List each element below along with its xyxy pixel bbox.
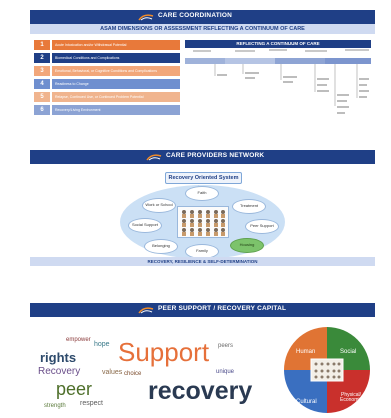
slide-subtitle: ASAM DIMENSIONS OR ASSESSMENT REFLECTING… xyxy=(30,24,375,34)
system-title: Recovery Oriented System of Care xyxy=(165,172,242,191)
quadrant-label: Cultural xyxy=(296,399,317,405)
dimension-number: 1 xyxy=(34,40,50,50)
logo-icon xyxy=(146,154,162,161)
continuum-timeline xyxy=(185,49,371,114)
cloud-word: values xyxy=(102,369,123,376)
people-icon xyxy=(182,210,225,236)
node-faith: Faith xyxy=(185,186,219,201)
cloud-word: respect xyxy=(80,400,103,407)
asam-dimensions-list: 1 Acute Intoxication and/or Withdrawal P… xyxy=(34,40,182,118)
dimension-item: 1 Acute Intoxication and/or Withdrawal P… xyxy=(34,40,182,50)
logo-icon xyxy=(138,14,154,21)
cloud-word: strength xyxy=(44,403,66,409)
cloud-word: hope xyxy=(94,341,110,348)
dimension-label: Acute Intoxication and/or Withdrawal Pot… xyxy=(52,40,180,50)
dimension-label: Biomedical Conditions and Complications xyxy=(52,53,180,63)
slide-title: CARE PROVIDERS NETWORK xyxy=(166,152,265,159)
people-icon-grid xyxy=(177,206,229,238)
continuum-title: REFLECTING A CONTINUUM OF CARE xyxy=(185,40,371,48)
dimension-item: 4 Readiness to Change xyxy=(34,79,182,89)
quadrant-label: Physical/ Economic xyxy=(340,392,362,403)
continuum-of-care-panel: REFLECTING A CONTINUUM OF CARE xyxy=(185,40,371,120)
slide-title-bar: CARE COORDINATION xyxy=(30,10,375,24)
peer-support-slide: PEER SUPPORT / RECOVERY CAPITAL rights R… xyxy=(30,303,375,413)
cloud-word: Recovery xyxy=(38,366,81,377)
slide-footer: RECOVERY, RESILIENCE & SELF-DETERMINATIO… xyxy=(30,257,375,266)
recovery-capital-quadrants xyxy=(284,327,370,413)
dimension-item: 6 Recovery/Living Environment xyxy=(34,105,182,115)
node-work-or-school: Work or School xyxy=(142,198,176,213)
cloud-word: unique xyxy=(216,369,235,375)
care-providers-network-slide: CARE PROVIDERS NETWORK Recovery Oriented… xyxy=(30,150,375,270)
node-treatment: Treatment xyxy=(232,199,266,214)
dimension-item: 2 Biomedical Conditions and Complication… xyxy=(34,53,182,63)
cloud-word: rights xyxy=(40,350,77,365)
slide-title: CARE COORDINATION xyxy=(158,12,233,19)
recovery-capital-pie: Human Social Cultural Physical/ Economic xyxy=(284,327,370,413)
node-social-support: Social Support xyxy=(128,218,162,233)
dimension-number: 3 xyxy=(34,66,50,76)
quadrant-label: Human xyxy=(296,349,316,355)
dimension-label: Readiness to Change xyxy=(52,79,180,89)
recovery-system-diagram: Recovery Oriented System of Care Faith W… xyxy=(110,172,295,264)
cloud-word: empower xyxy=(66,337,91,343)
dimension-number: 6 xyxy=(34,105,50,115)
node-housing: Housing xyxy=(230,238,264,253)
quadrant-label: Social xyxy=(340,349,357,355)
node-belonging: Belonging xyxy=(144,239,178,254)
dimension-item: 3 Emotional, Behavioral, or Cognitive Co… xyxy=(34,66,182,76)
slide-title-bar: PEER SUPPORT / RECOVERY CAPITAL xyxy=(30,303,375,317)
slide-title-bar: CARE PROVIDERS NETWORK xyxy=(30,150,375,164)
care-coordination-slide: CARE COORDINATION ASAM DIMENSIONS OR ASS… xyxy=(30,10,375,130)
slide-title: PEER SUPPORT / RECOVERY CAPITAL xyxy=(158,305,287,312)
cloud-word: peer xyxy=(56,379,93,399)
cloud-word: Support xyxy=(118,337,210,367)
cloud-word: recovery xyxy=(148,377,253,405)
dimension-number: 5 xyxy=(34,92,50,102)
dimension-number: 2 xyxy=(34,53,50,63)
dimension-label: Recovery/Living Environment xyxy=(52,105,180,115)
dimension-item: 5 Relapse, Continued Use, or Continued P… xyxy=(34,92,182,102)
dimension-label: Relapse, Continued Use, or Continued Pro… xyxy=(52,92,180,102)
dimension-label: Emotional, Behavioral, or Cognitive Cond… xyxy=(52,66,180,76)
cloud-word: choice xyxy=(124,371,142,377)
node-peer-support: Peer Support xyxy=(245,219,279,234)
cloud-word: peers xyxy=(218,343,234,349)
word-cloud: rights Recovery Support peer recovery va… xyxy=(36,333,252,413)
dimension-number: 4 xyxy=(34,79,50,89)
logo-icon xyxy=(138,307,154,314)
